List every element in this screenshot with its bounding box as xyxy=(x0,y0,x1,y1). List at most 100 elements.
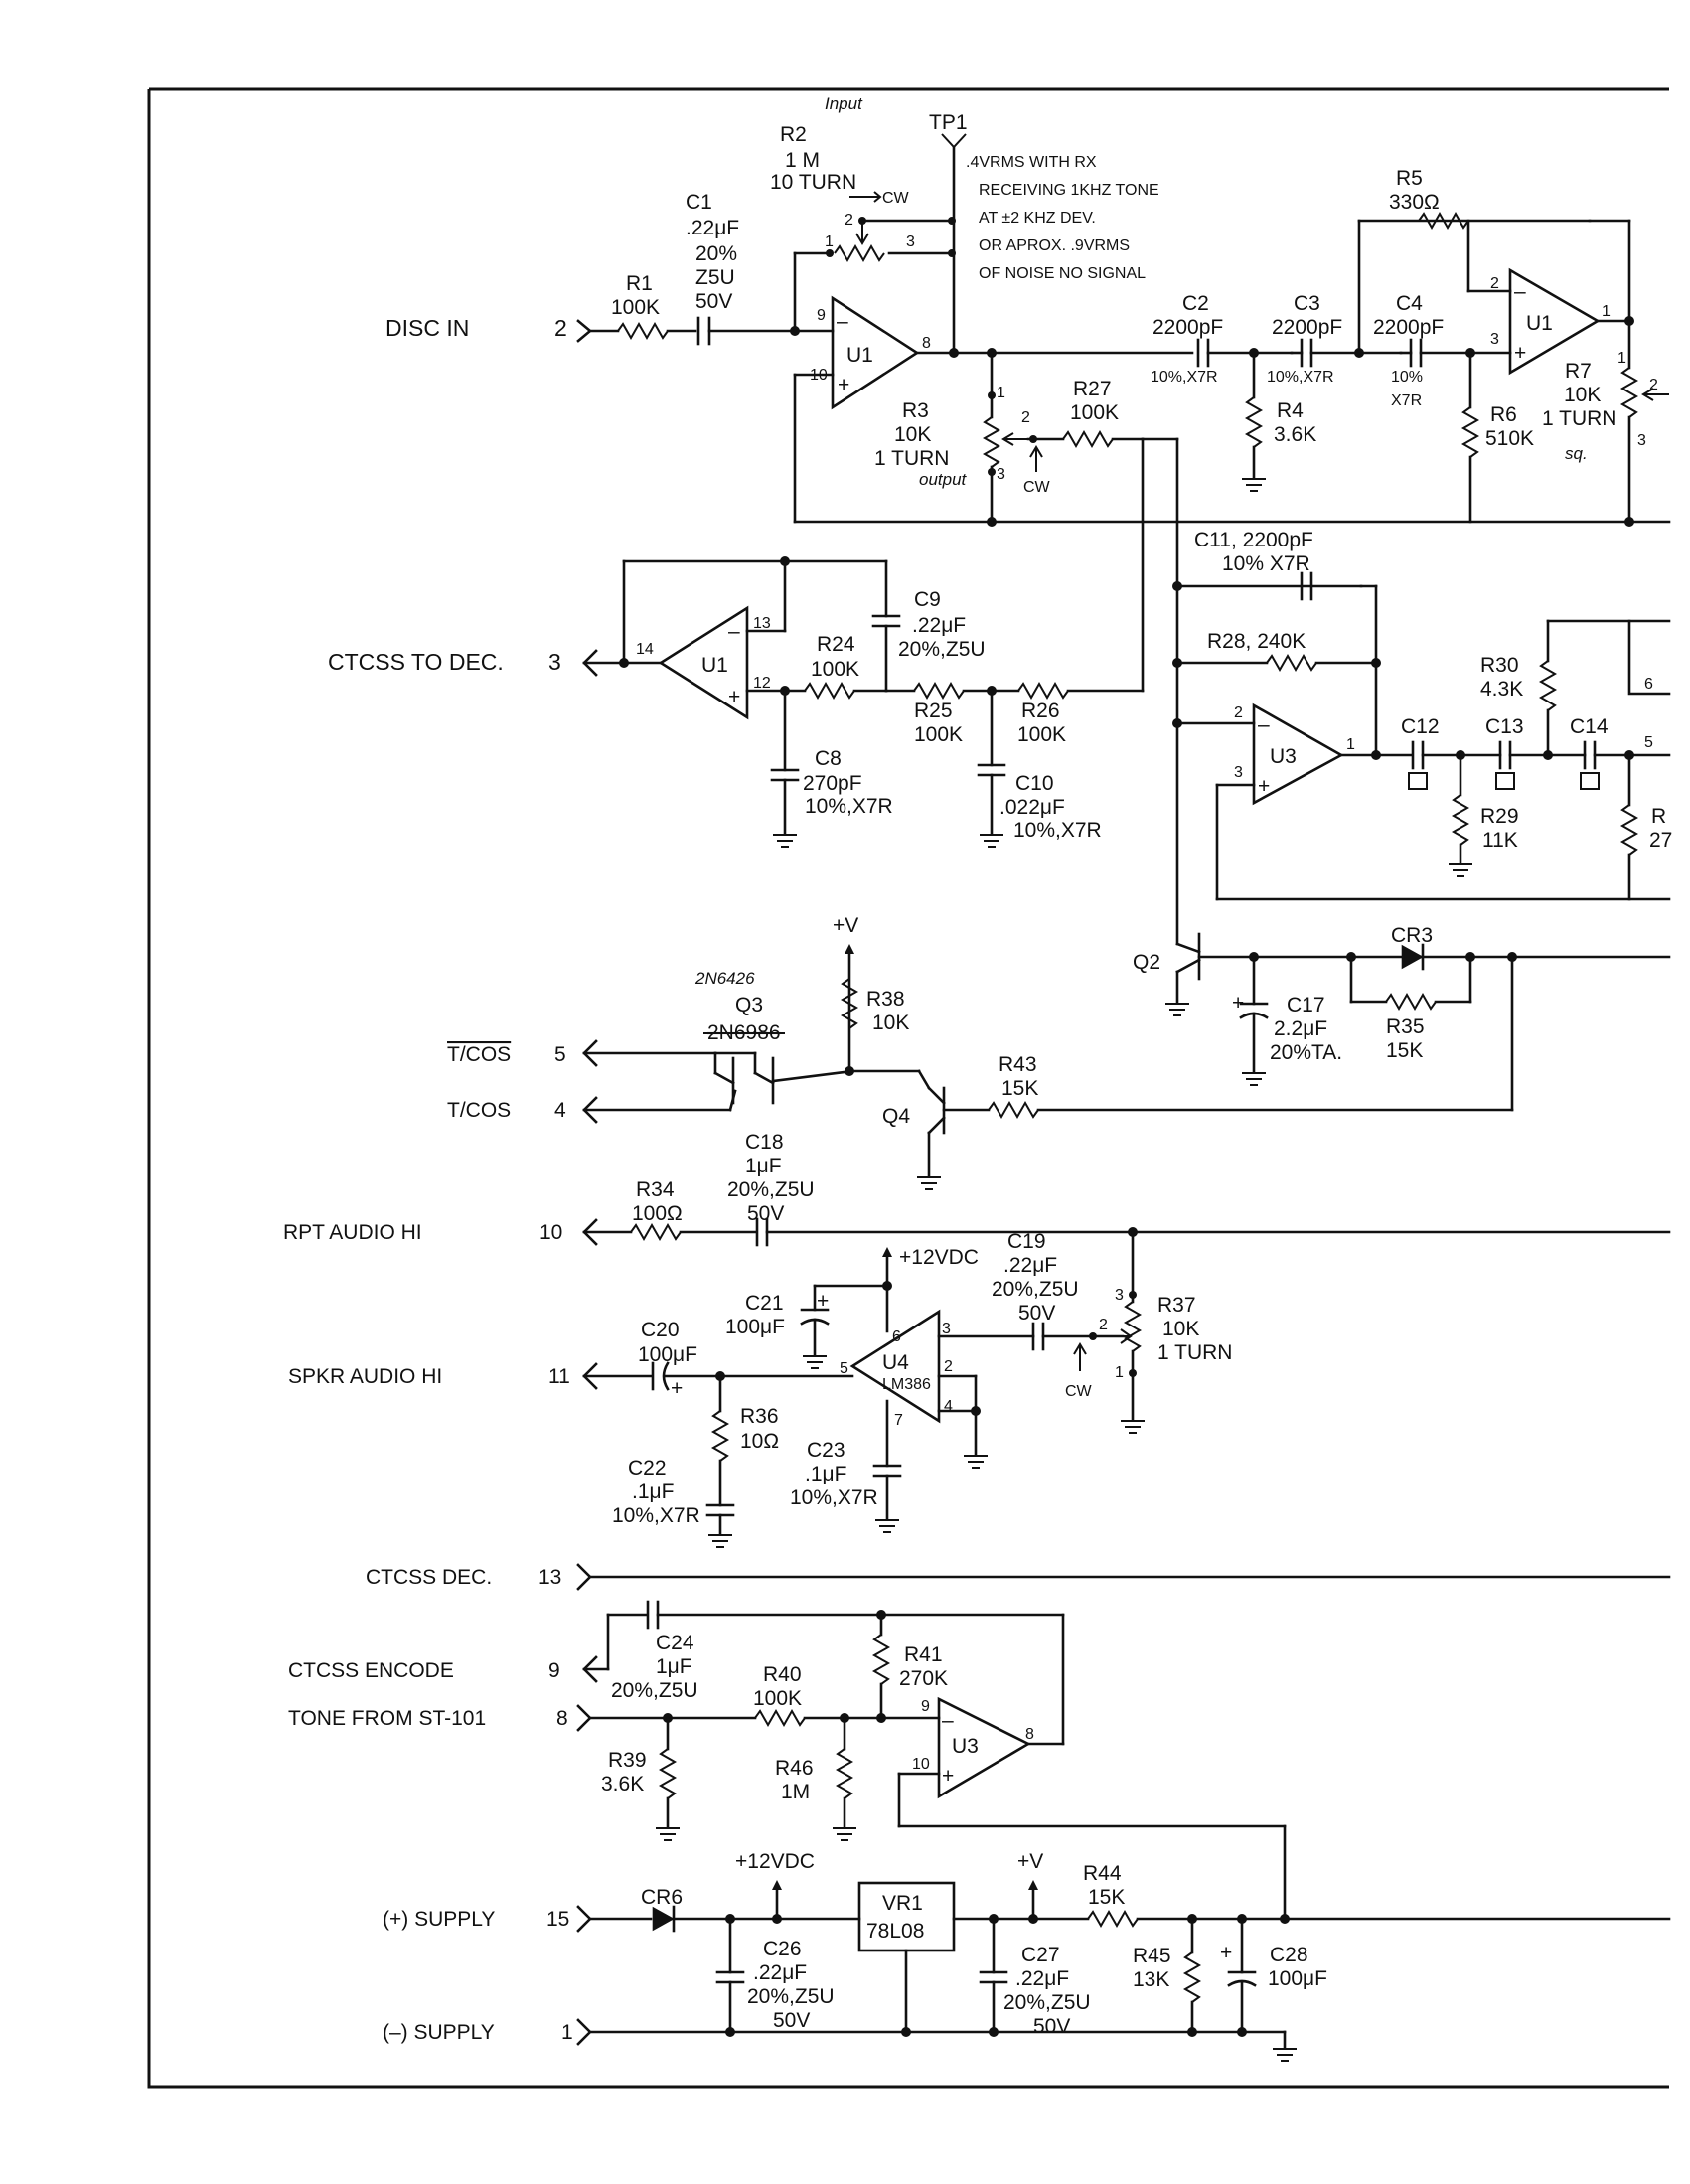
svg-text:RPT AUDIO HI: RPT AUDIO HI xyxy=(283,1221,422,1244)
svg-text:Q4: Q4 xyxy=(882,1105,910,1128)
potentiometer-r7 xyxy=(1621,367,1637,418)
svg-text:R: R xyxy=(1651,805,1666,828)
svg-text:2: 2 xyxy=(1234,704,1243,721)
svg-text:50V: 50V xyxy=(695,290,732,313)
capacitor-c4 xyxy=(1409,338,1423,368)
svg-text:LM386: LM386 xyxy=(882,1376,931,1393)
svg-text:Input: Input xyxy=(825,94,863,113)
svg-text:U3: U3 xyxy=(1270,745,1297,768)
svg-text:U3: U3 xyxy=(952,1735,979,1758)
svg-text:2200pF: 2200pF xyxy=(1373,316,1444,339)
potentiometer-r3 xyxy=(984,416,1028,468)
svg-text:R34: R34 xyxy=(636,1178,675,1201)
potentiometer-r2 xyxy=(834,221,885,261)
svg-text:C10: C10 xyxy=(1015,772,1054,795)
negative-supply-connector: (–) SUPPLY 1 xyxy=(383,2018,592,2046)
svg-text:C24: C24 xyxy=(656,1632,694,1654)
transistor-q3 xyxy=(713,1051,854,1112)
svg-text:+12VDC: +12VDC xyxy=(735,1850,815,1873)
svg-text:3: 3 xyxy=(997,466,1005,483)
opamp-u1-c: U1 – + 13 12 14 xyxy=(636,605,771,720)
capacitor-c27 xyxy=(979,1970,1008,1984)
svg-text:27: 27 xyxy=(1649,829,1672,852)
svg-text:+: + xyxy=(728,686,740,708)
svg-text:20%,Z5U: 20%,Z5U xyxy=(1003,1991,1091,2014)
svg-text:U1: U1 xyxy=(846,344,873,367)
svg-text:3: 3 xyxy=(548,649,561,675)
svg-text:.1μF: .1μF xyxy=(805,1463,846,1485)
svg-text:20%,Z5U: 20%,Z5U xyxy=(898,638,986,661)
transistor-q4 xyxy=(927,1086,991,1135)
capacitor-c13 xyxy=(1495,740,1515,790)
svg-text:.22μF: .22μF xyxy=(912,614,966,637)
capacitor-c23 xyxy=(872,1464,902,1478)
resistor-r46 xyxy=(837,1748,852,1799)
svg-text:2: 2 xyxy=(1649,377,1658,393)
svg-text:15: 15 xyxy=(546,1908,569,1931)
svg-text:+: + xyxy=(1514,342,1526,365)
svg-text:2: 2 xyxy=(1099,1317,1108,1333)
capacitor-c22 xyxy=(705,1503,735,1517)
svg-text:100K: 100K xyxy=(753,1687,802,1710)
svg-text:50V: 50V xyxy=(1018,1302,1055,1325)
svg-text:Q3: Q3 xyxy=(735,994,763,1016)
svg-text:Z5U: Z5U xyxy=(695,266,735,289)
svg-text:U1: U1 xyxy=(701,654,728,677)
resistor-r29 xyxy=(1453,794,1468,846)
spkr-audio-hi-connector: SPKR AUDIO HI 11 xyxy=(288,1362,598,1390)
svg-text:10K: 10K xyxy=(872,1012,909,1034)
svg-text:2: 2 xyxy=(1021,409,1030,426)
capacitor-c11 xyxy=(1300,571,1313,601)
svg-text:DISC IN: DISC IN xyxy=(385,315,469,341)
resistor-r40 xyxy=(754,1710,806,1726)
resistor-r45 xyxy=(1184,1951,1200,2003)
svg-text:(–) SUPPLY: (–) SUPPLY xyxy=(383,2021,495,2044)
svg-text:13: 13 xyxy=(538,1566,561,1589)
svg-text:100μF: 100μF xyxy=(1268,1967,1327,1990)
svg-text:100K: 100K xyxy=(611,296,660,319)
svg-text:+: + xyxy=(942,1765,954,1788)
frame-border xyxy=(147,87,1669,2089)
svg-text:.22μF: .22μF xyxy=(753,1961,807,1984)
svg-text:10K: 10K xyxy=(1564,384,1601,406)
resistor-r35 xyxy=(1385,994,1437,1010)
ctcss-encode-connector: CTCSS ENCODE 9 xyxy=(288,1655,598,1683)
svg-text:3: 3 xyxy=(1115,1287,1124,1304)
svg-text:+12VDC: +12VDC xyxy=(899,1246,979,1269)
svg-text:9: 9 xyxy=(921,1698,930,1715)
capacitor-c3 xyxy=(1300,338,1313,368)
svg-text:R7: R7 xyxy=(1565,360,1592,383)
svg-text:+: + xyxy=(1220,1942,1232,1964)
amplifier-u4: U4 LM386 6 7 3 2 4 5 xyxy=(840,1309,953,1429)
svg-text:1 TURN: 1 TURN xyxy=(874,447,949,470)
svg-text:3.6K: 3.6K xyxy=(1274,423,1316,446)
svg-text:CW: CW xyxy=(882,190,910,207)
svg-text:.22μF: .22μF xyxy=(1015,1967,1069,1990)
svg-text:.1μF: .1μF xyxy=(632,1481,674,1503)
svg-text:R26: R26 xyxy=(1021,700,1060,722)
svg-text:C27: C27 xyxy=(1021,1944,1060,1966)
svg-text:+: + xyxy=(817,1290,829,1313)
svg-text:3: 3 xyxy=(1490,331,1499,348)
resistor-r26 xyxy=(1017,683,1069,699)
svg-text:CR3: CR3 xyxy=(1391,924,1433,947)
capacitor-c12 xyxy=(1408,740,1428,790)
svg-text:270pF: 270pF xyxy=(803,772,862,795)
svg-text:R1: R1 xyxy=(626,272,653,295)
svg-text:6: 6 xyxy=(892,1328,901,1345)
svg-text:3: 3 xyxy=(942,1321,951,1337)
svg-text:R36: R36 xyxy=(740,1405,779,1428)
resistor-r25 xyxy=(913,683,965,699)
svg-text:R4: R4 xyxy=(1277,399,1304,422)
ctcss-to-dec-connector: CTCSS TO DEC. 3 xyxy=(328,649,598,677)
test-point-tp1: TP1 xyxy=(929,111,968,149)
svg-text:C19: C19 xyxy=(1007,1230,1046,1253)
svg-text:4: 4 xyxy=(554,1099,566,1122)
svg-text:U1: U1 xyxy=(1526,312,1553,335)
svg-text:TP1: TP1 xyxy=(929,111,968,134)
svg-text:R40: R40 xyxy=(763,1663,802,1686)
svg-text:1: 1 xyxy=(997,385,1005,401)
svg-text:R30: R30 xyxy=(1480,654,1519,677)
capacitor-c20: + xyxy=(651,1361,683,1400)
svg-text:C18: C18 xyxy=(745,1131,784,1154)
